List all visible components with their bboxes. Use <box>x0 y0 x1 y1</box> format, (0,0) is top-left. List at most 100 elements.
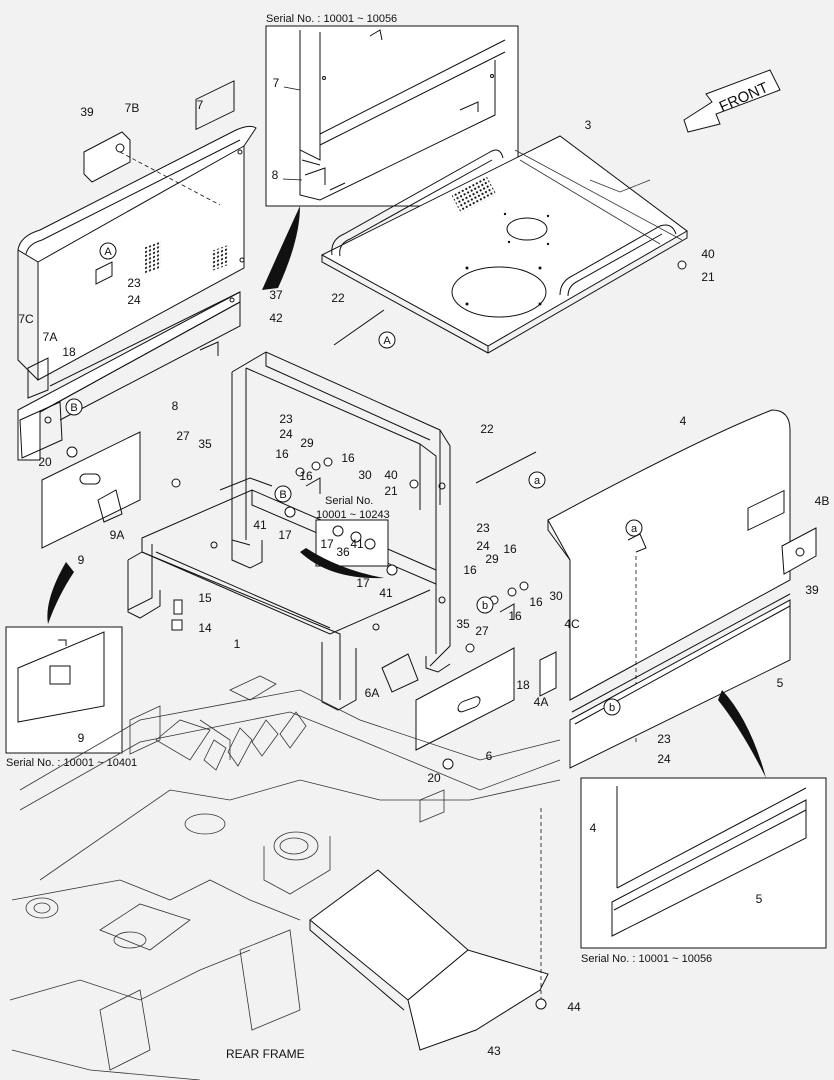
part-label-22: 22 <box>331 291 345 305</box>
serial-mid-arrow <box>300 548 384 579</box>
callout-B-mid: B <box>274 485 292 503</box>
part-label-18: 18 <box>516 678 530 692</box>
washer-40-mid <box>409 479 419 489</box>
part-label-16: 16 <box>275 447 289 461</box>
nut-27b <box>465 643 475 653</box>
part-label-27: 27 <box>475 624 489 638</box>
inset-left <box>5 626 123 754</box>
part-label-20: 20 <box>427 771 441 785</box>
part-label-8: 8 <box>272 168 279 182</box>
side-panel-9 <box>41 431 141 549</box>
part-label-6: 6 <box>486 749 493 763</box>
spacer-14 <box>171 619 183 631</box>
part-label-24: 24 <box>476 539 490 553</box>
left-lower-panel <box>17 291 241 461</box>
part-label-30: 30 <box>358 468 372 482</box>
svg-text:b: b <box>609 702 615 714</box>
part-label-23: 23 <box>279 412 293 426</box>
part-label-41: 41 <box>350 537 364 551</box>
part-label-24: 24 <box>279 427 293 441</box>
part-label-3: 3 <box>585 118 592 132</box>
bolt-20-left <box>66 446 78 458</box>
part-label-18: 18 <box>62 345 76 359</box>
hinge-4b <box>781 527 817 575</box>
part-label-35: 35 <box>198 437 212 451</box>
top-cover <box>320 135 688 354</box>
part-label-23: 23 <box>127 276 141 290</box>
svg-text:B: B <box>279 489 286 501</box>
part-label-14: 14 <box>198 621 212 635</box>
part-label-39: 39 <box>805 583 819 597</box>
bolt-15 <box>173 599 183 615</box>
latch-left <box>295 457 333 494</box>
part-label-24: 24 <box>127 293 141 307</box>
part-label-16: 16 <box>299 469 313 483</box>
serial-box-mid <box>315 519 389 567</box>
washer-17 <box>284 506 296 518</box>
part-label-16: 16 <box>463 563 477 577</box>
part-label-24: 24 <box>657 752 671 766</box>
bolt-20-right <box>442 758 454 770</box>
part-label-4: 4 <box>590 821 597 835</box>
inset-arrow-right <box>718 690 766 778</box>
bolt-44 <box>535 998 547 1010</box>
part-label-42: 42 <box>269 311 283 325</box>
part-label-1: 1 <box>234 637 241 651</box>
inset-arrow-top <box>262 206 300 290</box>
latch-right <box>489 581 529 620</box>
part-label-22: 22 <box>480 422 494 436</box>
part-label-36: 36 <box>336 545 350 559</box>
callout-a-strut: a <box>528 471 546 489</box>
part-label-4: 4 <box>680 414 687 428</box>
serial-caption-top: Serial No. : 10001 ~ 10056 <box>266 13 397 25</box>
under-cover <box>309 808 549 1051</box>
part-label-9: 9 <box>78 731 85 745</box>
part-label-39: 39 <box>80 105 94 119</box>
svg-text:a: a <box>534 475 541 487</box>
gas-strut-right <box>475 451 537 484</box>
part-label-7: 7 <box>273 76 280 90</box>
part-label-40: 40 <box>701 247 715 261</box>
side-panel-6 <box>381 647 515 751</box>
serial-caption-left: Serial No. : 10001 ~ 10401 <box>6 757 137 769</box>
main-frame <box>127 351 451 711</box>
right-door <box>547 409 791 745</box>
part-label-23: 23 <box>657 732 671 746</box>
rear-frame-label: REAR FRAME <box>226 1047 305 1061</box>
bracket-4a <box>539 651 557 697</box>
part-label-16: 16 <box>503 542 517 556</box>
part-label-27: 27 <box>176 429 190 443</box>
part-label-7c: 7C <box>18 312 34 326</box>
part-label-21: 21 <box>384 484 398 498</box>
part-label-29: 29 <box>300 436 314 450</box>
washer-40-top <box>677 260 687 270</box>
part-label-4b: 4B <box>815 494 830 508</box>
part-label-21: 21 <box>701 270 715 284</box>
part-label-37: 37 <box>269 288 283 302</box>
part-label-8: 8 <box>172 399 179 413</box>
part-label-15: 15 <box>198 591 212 605</box>
part-label-17: 17 <box>278 528 292 542</box>
washer-41 <box>386 564 398 576</box>
part-label-7b: 7B <box>125 101 140 115</box>
gas-strut-left <box>333 309 385 346</box>
inset-top <box>265 25 519 207</box>
svg-text:A: A <box>383 335 391 347</box>
serial-caption-mid-1: Serial No. <box>325 495 373 507</box>
callout-a-door: a <box>625 519 643 537</box>
part-label-5: 5 <box>756 892 763 906</box>
part-label-16: 16 <box>529 595 543 609</box>
left-door <box>17 80 257 399</box>
part-label-4a: 4A <box>534 695 549 709</box>
part-label-17: 17 <box>356 576 370 590</box>
part-label-40: 40 <box>384 468 398 482</box>
part-label-9a: 9A <box>110 528 125 542</box>
part-label-30: 30 <box>549 589 563 603</box>
part-label-44: 44 <box>567 1000 581 1014</box>
part-label-6a: 6A <box>365 686 380 700</box>
inset-arrow-left <box>47 562 74 624</box>
part-label-23: 23 <box>476 521 490 535</box>
inset-right <box>580 777 827 949</box>
